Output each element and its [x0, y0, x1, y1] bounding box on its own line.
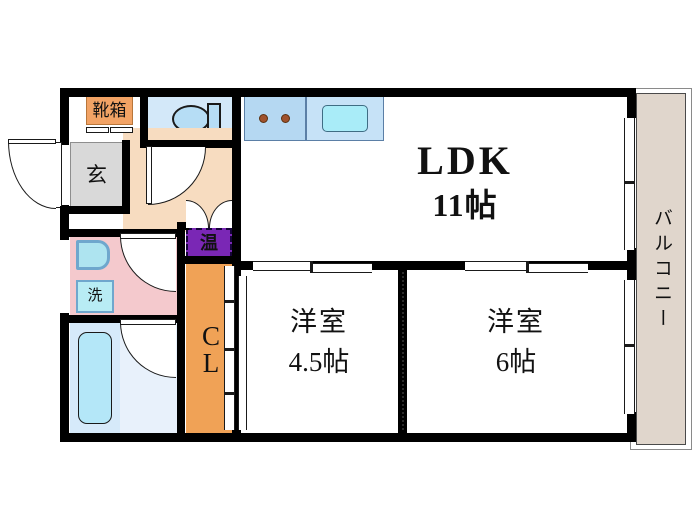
wall-heater-bottom [177, 256, 241, 264]
balcony-label: バルコニー [650, 207, 672, 333]
room-a-label: 洋室 [290, 306, 348, 337]
sliding-door-room-b-left[interactable] [465, 261, 528, 271]
entrance-door-swing[interactable] [8, 141, 56, 209]
shoebox-door-right[interactable] [110, 127, 133, 133]
wall-heater-top [177, 222, 189, 230]
closet-sliding-door-lower[interactable] [224, 348, 235, 430]
wall-washroom-right [177, 229, 185, 442]
wall-right-bottom [627, 412, 636, 442]
washing-machine-pan [76, 280, 114, 313]
water-heater-label: 温 [200, 232, 218, 253]
wall-right-top [627, 88, 636, 118]
room-a-size-label: 4.5帖 [288, 346, 350, 377]
kitchen-counter-stove [244, 96, 306, 141]
washer-label: 洗 [87, 287, 103, 304]
wall-left-mid [60, 205, 69, 240]
room-b-label: 洋室 [487, 306, 545, 337]
wall-ldk-bedrooms [232, 261, 636, 270]
wall-toilet-bottom [140, 140, 241, 148]
bathtub-basin [78, 332, 112, 424]
room-a-window-lower[interactable] [238, 352, 247, 430]
closet-sliding-door-upper[interactable] [224, 266, 235, 350]
bedroom-partition-dotted [402, 272, 404, 430]
closet-label-l: L [202, 348, 221, 378]
sliding-door-room-a-mullion [310, 261, 313, 273]
wall-entrance-right [122, 140, 130, 214]
ldk-balcony-window-upper[interactable] [624, 118, 635, 184]
stove-burner-left [259, 114, 268, 123]
sliding-door-room-b-right[interactable] [526, 263, 588, 273]
sliding-door-room-a-left[interactable] [253, 261, 312, 271]
kitchen-sink-basin [322, 105, 368, 132]
ldk-window-mullion [624, 181, 635, 184]
balcony-area [636, 93, 686, 445]
shoebox-label: 靴箱 [92, 100, 127, 120]
wall-ldk-hall-vertical [232, 88, 241, 261]
sliding-door-room-b-mullion [526, 261, 529, 273]
entrance-door-panel[interactable] [8, 139, 56, 144]
room-b-balcony-window-lower[interactable] [624, 344, 635, 414]
wall-toilet-left [140, 88, 148, 145]
wall-left-lower [60, 313, 69, 442]
toilet-door-panel[interactable] [146, 146, 152, 204]
entrance-area [70, 142, 123, 208]
shoebox-door-left[interactable] [86, 127, 109, 133]
room-b-balcony-window-upper[interactable] [624, 280, 635, 346]
room-a-window-upper[interactable] [238, 276, 247, 354]
hallway-area-lower [123, 208, 178, 232]
closet-label: C L [186, 310, 237, 390]
vanity-basin-icon [76, 240, 110, 270]
bathroom-door-panel[interactable] [120, 319, 176, 325]
ldk-label: LDK [417, 138, 513, 183]
ldk-balcony-window-lower[interactable] [624, 182, 635, 250]
entrance-label: 玄 [86, 162, 107, 187]
closet-door-mullion-3 [224, 392, 235, 395]
wall-toilet-right [232, 88, 241, 148]
entrance-door-jamb [55, 142, 62, 208]
sliding-door-room-a-right[interactable] [310, 263, 372, 273]
room-b-size-label: 6帖 [495, 346, 537, 377]
room-b-area [410, 269, 628, 433]
closet-door-mullion-2 [224, 348, 235, 351]
room-a-area [240, 269, 398, 433]
wall-hall-right [232, 200, 241, 262]
closet-door-mullion-1 [224, 300, 235, 303]
wall-closet-right [232, 261, 241, 442]
wall-entrance-bottom [60, 206, 130, 214]
stove-burner-right [281, 114, 290, 123]
washroom-door-panel[interactable] [120, 233, 176, 239]
entrance-door-frame-top [60, 140, 69, 145]
ldk-size-label: 11帖 [432, 187, 498, 224]
closet-label-c: C [201, 321, 221, 351]
wall-bottom [60, 433, 636, 442]
room-b-window-mullion [624, 344, 635, 347]
wall-left-upper [60, 88, 69, 143]
wall-top [60, 88, 636, 97]
